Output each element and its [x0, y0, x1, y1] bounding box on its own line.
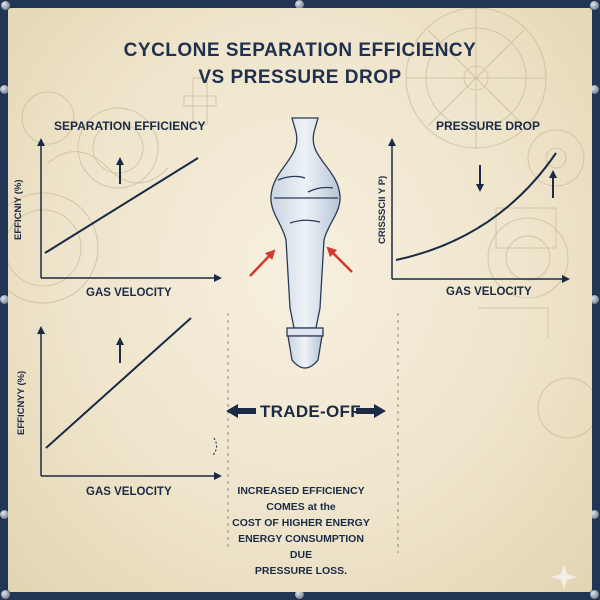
x-axis-label-gas-velocity: GAS VELOCITY: [446, 286, 532, 298]
efficiency-lower-trend-line: [45, 317, 192, 449]
note-line: PRESSURE LOSS.: [254, 565, 348, 577]
rivet: [590, 590, 599, 599]
title-line-2: VS PRESSURE DROP: [198, 67, 402, 88]
curved-arrow-icon: [211, 437, 218, 457]
left-arrow-icon: [226, 404, 256, 418]
sparkle-icon: [551, 564, 577, 590]
right-arrow-icon: [356, 404, 386, 418]
paper-sheet: CYCLONE SEPARATION EFFICIENCY VS PRESSUR…: [8, 8, 592, 592]
efficiency-trend-line: [44, 157, 199, 254]
diagram-graphics: [37, 117, 577, 590]
rivet: [0, 295, 9, 304]
rivet: [295, 590, 304, 599]
tradeoff-label: TRADE-OFF: [260, 402, 361, 421]
rivet: [1, 1, 10, 10]
panel-heading-pressure-drop: PRESSURE DROP: [436, 119, 541, 133]
cyclone-separator-icon: [270, 117, 341, 369]
rivet: [0, 85, 9, 94]
x-axis-label-gas-velocity: GAS VELOCITY: [86, 287, 172, 299]
note-line: COMES at the: [266, 501, 336, 513]
title-line-1: CYCLONE SEPARATION EFFICIENCY: [123, 40, 477, 61]
rivet: [590, 85, 599, 94]
note-line: ENERGY CONSUMPTION DUE: [238, 533, 364, 561]
rivet: [590, 295, 599, 304]
inlet-arrow-icon: [326, 246, 353, 273]
panel-heading-separation-efficiency: SEPARATION EFFICIENCY: [54, 119, 206, 133]
rivet: [590, 510, 599, 519]
rivet: [295, 0, 304, 9]
rivet: [590, 1, 599, 10]
rivet: [1, 590, 10, 599]
inlet-arrow-icon: [249, 249, 276, 277]
note-line: INCREASED EFFICIENCY: [237, 485, 365, 497]
background-sketch: [8, 8, 592, 439]
tradeoff-note: INCREASED EFFICIENCY COMES at the COST O…: [226, 483, 376, 579]
pressure-chart-axes: [388, 138, 570, 283]
x-axis-label-gas-velocity: GAS VELOCITY: [86, 486, 172, 498]
rivet: [0, 510, 9, 519]
pressure-drop-curve: [395, 152, 557, 261]
efficiency-lower-chart-axes: [37, 326, 222, 480]
note-line: COST OF HIGHER ENERGY: [232, 517, 370, 529]
efficiency-chart-axes: [37, 138, 222, 282]
